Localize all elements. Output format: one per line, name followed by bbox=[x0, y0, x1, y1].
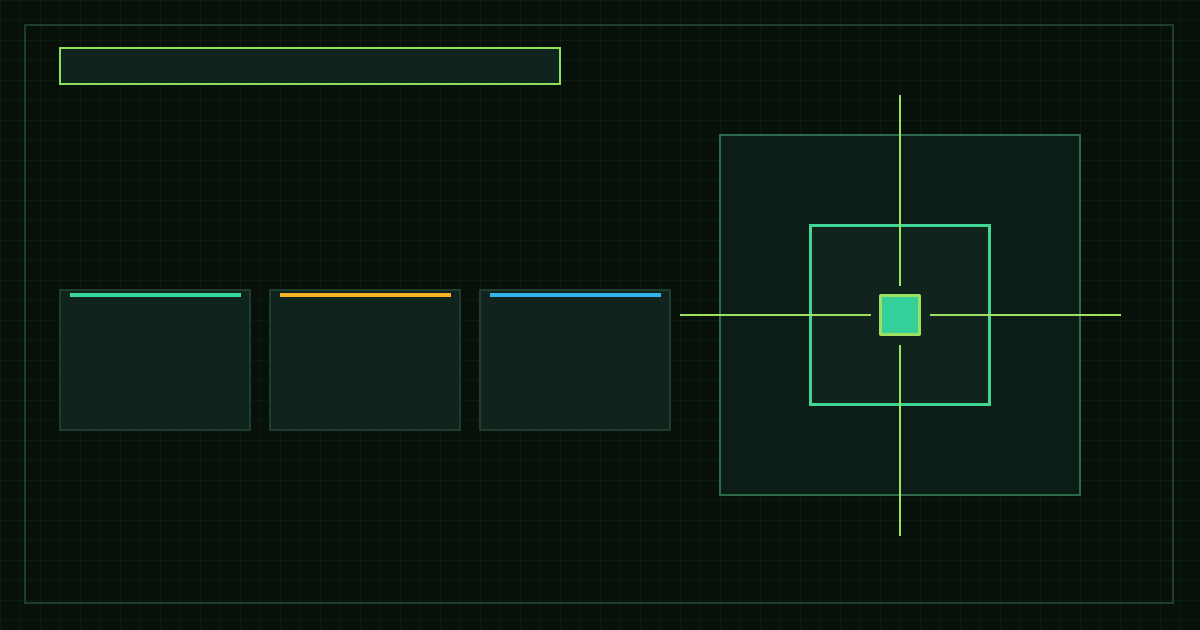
crosshair-vertical-top bbox=[899, 95, 901, 286]
crosshair-icon[interactable] bbox=[680, 95, 1122, 537]
card-2-accent-bar bbox=[280, 293, 451, 297]
crosshair-horizontal-left bbox=[680, 314, 871, 316]
crosshair-vertical-bottom bbox=[899, 345, 901, 536]
crosshair-horizontal-right bbox=[930, 314, 1121, 316]
card-3-accent-bar bbox=[490, 293, 661, 297]
card-2[interactable] bbox=[269, 289, 461, 431]
main-frame bbox=[24, 24, 1174, 604]
target-square-icon[interactable] bbox=[879, 294, 921, 336]
card-3[interactable] bbox=[479, 289, 671, 431]
top-title-input[interactable] bbox=[59, 47, 561, 85]
card-1[interactable] bbox=[59, 289, 251, 431]
card-1-accent-bar bbox=[70, 293, 241, 297]
